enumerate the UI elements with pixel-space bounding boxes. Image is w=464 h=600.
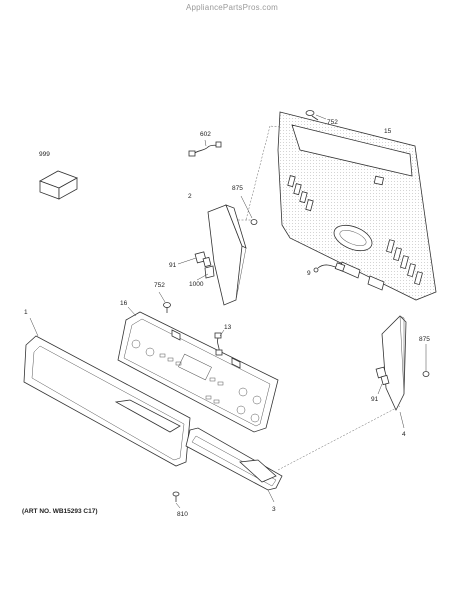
callout-13: 13 — [224, 324, 232, 331]
watermark: AppliancePartsPros.com — [186, 3, 278, 12]
part-752-screw-middle[interactable] — [158, 291, 171, 313]
callout-91-right: 91 — [371, 396, 379, 403]
part-875-screw-left[interactable] — [240, 195, 258, 225]
callout-9: 9 — [307, 270, 311, 277]
callout-15: 15 — [384, 128, 392, 135]
part-752-screw-top[interactable] — [305, 110, 327, 121]
part-91-clip-right[interactable] — [375, 366, 390, 395]
callout-1000: 1000 — [189, 281, 204, 288]
callout-2: 2 — [188, 193, 192, 200]
callout-875-left: 875 — [232, 185, 243, 192]
callout-810: 810 — [177, 511, 188, 518]
callout-4: 4 — [402, 431, 406, 438]
callout-602: 602 — [200, 131, 211, 138]
callout-91-left: 91 — [169, 262, 177, 269]
callout-875-right: 875 — [419, 336, 430, 343]
part-2-left-bracket[interactable] — [207, 204, 252, 306]
callout-3: 3 — [272, 506, 276, 513]
part-602-wire[interactable] — [188, 139, 222, 157]
part-999-box[interactable] — [39, 170, 78, 200]
part-1-front-frame[interactable] — [23, 317, 191, 467]
part-810-screw[interactable] — [172, 491, 181, 509]
callout-16: 16 — [120, 300, 128, 307]
art-number: (ART NO. WB15293 C17) — [22, 508, 98, 515]
callout-1: 1 — [24, 309, 28, 316]
callout-752-middle: 752 — [154, 282, 165, 289]
part-3-trim-strip[interactable] — [185, 405, 401, 503]
callout-999: 999 — [39, 151, 50, 158]
part-1000-clip[interactable] — [196, 265, 215, 281]
part-4-right-bracket[interactable] — [381, 315, 407, 429]
part-9-wire[interactable] — [313, 262, 346, 273]
callout-752-top: 752 — [327, 119, 338, 126]
part-13-wire[interactable] — [214, 329, 225, 356]
part-16-control-board[interactable] — [117, 306, 279, 433]
part-15-back-panel[interactable] — [245, 111, 437, 301]
part-875-screw-right[interactable] — [422, 344, 430, 377]
part-91-clip-left[interactable] — [177, 251, 212, 268]
